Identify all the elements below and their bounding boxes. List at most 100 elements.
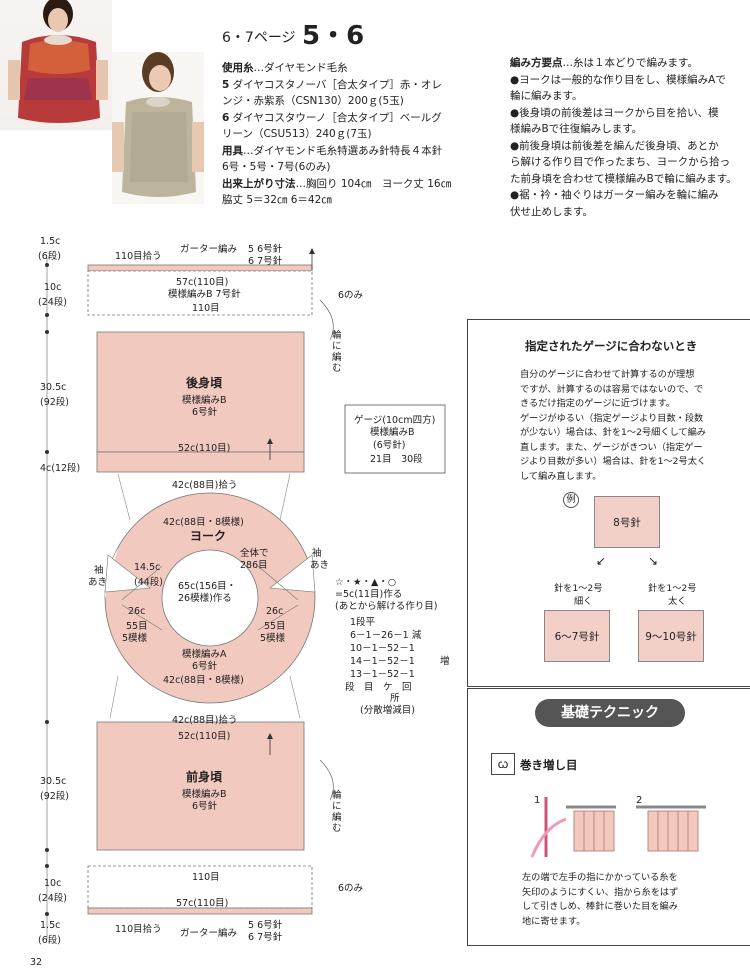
front-body-pattern: 模様編みB	[182, 789, 227, 800]
gauge-needle: (6号針)	[373, 440, 406, 451]
inc-row-1: 1段平	[350, 617, 376, 628]
tools-label: 用具	[222, 144, 243, 157]
needle-67-box: 6～7号針	[544, 610, 610, 662]
photo-model-red-top	[0, 0, 112, 130]
item6-text: ダイヤコスタウーノ［合太タイプ］ベールグ	[232, 111, 442, 124]
front-body-title: 前身頃	[186, 770, 223, 784]
left-dim-15: 1.5c	[40, 236, 61, 247]
point-1b: 輪に編みます。	[510, 90, 583, 102]
yoke-total-2: 286目	[240, 560, 268, 571]
yarn-label: 使用糸	[222, 62, 254, 74]
front-body-width: 52c(110目)	[178, 731, 231, 742]
cast-note-2: =5c(11目)作る	[335, 589, 403, 600]
yoke-side-right-3: 5模様	[260, 633, 286, 644]
cast-note-1: ☆・★・▲・○	[335, 577, 397, 588]
sleeve-44: (44段)	[134, 577, 164, 588]
technique-banner: 基礎テクニック	[535, 699, 685, 727]
top-hem-pattern: 模様編みB 7号針	[168, 289, 241, 300]
technique-desc-1: 左の端で左手の指にかかっている糸を	[522, 872, 678, 883]
inc-legend-3: (分散増減目)	[360, 705, 415, 716]
item6-number: 6	[222, 111, 230, 124]
front-pick-42: 42c(88目)拾う	[172, 715, 238, 726]
front-body-needle: 6号針	[192, 801, 218, 812]
pattern-number: 5・6	[302, 21, 365, 51]
yoke-bottom-width: 42c(88目・8模様)	[163, 675, 244, 686]
thicker-label: 針を1～2号	[648, 583, 697, 594]
left-dim-92: (92段)	[40, 397, 70, 408]
page-number: 32	[30, 957, 43, 968]
tools-text-2: 6号・5号・7号(6のみ)	[222, 161, 331, 173]
back-body-needle: 6号針	[192, 407, 218, 418]
top-border-pick: 110目拾う	[115, 251, 162, 262]
back-pick-42: 42c(88目)拾う	[172, 480, 238, 491]
yoke-side-left-2: 55目	[126, 621, 148, 632]
arrow-thicker-icon: ↘	[648, 554, 659, 568]
technique-step-1: 1	[534, 795, 541, 806]
gauge-text-1: 自分のゲージに合わせて計算するのが理想	[520, 369, 695, 380]
inc-legend-2: 所	[390, 693, 400, 704]
gauge-panel-title: 指定されたゲージに合わないとき	[525, 339, 698, 353]
sleeve-right-label-2: あき	[310, 560, 330, 571]
technique-title: 巻き増し目	[520, 758, 578, 772]
inc-mark: 増	[440, 656, 450, 667]
cast-note-3: (あとから解ける作り目)	[335, 601, 438, 612]
bottom-needle-56: 5 6号針	[248, 920, 283, 931]
technique-description: 左の端で左手の指にかかっている糸を 矢印のようにすくい、指から糸をはず して引き…	[522, 871, 678, 929]
materials-block: 使用糸…ダイヤモンド毛糸 5 ダイヤコスタノーバ［合太タイプ］赤・オレ ンジ・赤…	[222, 60, 492, 209]
yoke-cast: 65c(156目・	[178, 581, 237, 592]
yoke-total: 全体で	[240, 548, 269, 559]
inc-row-3: 10－1－52－1	[350, 643, 415, 654]
point-3a: ●前後身頃は前後差を編んだ後身頃、あとか	[510, 139, 719, 152]
gauge-text-2: ですが、計算するのは容易ではないので、で	[520, 383, 704, 395]
needle-8-box: 8号針	[594, 496, 660, 548]
yoke-needle: 6号針	[192, 661, 218, 672]
gauge-text-6: 直します。また、ゲージがきつい（指定ゲー	[520, 441, 703, 453]
point-2a: ●後身頃の前後差はヨークから目を拾い、模	[510, 106, 719, 119]
left-dim-10: 10c	[44, 282, 62, 293]
needle-910-box: 9～10号針	[638, 610, 704, 662]
gauge-panel: 指定されたゲージに合わないとき 自分のゲージに合わせて計算するのが理想 ですが、…	[467, 319, 750, 687]
yarn-brand: ダイヤモンド毛糸	[264, 62, 348, 74]
page-reference: 6・7ページ	[222, 30, 296, 46]
top-hem-width: 57c(110目)	[176, 277, 229, 288]
size-text: 胸回り 104㎝ ヨーク丈 16㎝	[306, 177, 452, 190]
bottom-dim-24: (24段)	[38, 893, 68, 904]
gauge-text-4: ゲージがゆるい（指定ゲージより目数・段数	[520, 412, 704, 424]
sleeve-left-label-2: あき	[88, 577, 108, 588]
yoke-side-right-2: 55目	[264, 621, 286, 632]
front-dim-92: (92段)	[40, 791, 70, 802]
point-2b: 様編みBで往復編みします。	[510, 123, 643, 135]
technique-desc-4: 地に寄せます。	[522, 915, 586, 927]
sleeve-left-label: 袖	[94, 565, 104, 576]
gauge-text-3: きるだけ指定のゲージに近づけます。	[520, 398, 675, 409]
gauge-text-8: して編み直します。	[520, 470, 602, 482]
item5-text: ダイヤコスタノーバ［合太タイプ］赤・オレ	[232, 78, 442, 91]
gauge-panel-text: 自分のゲージに合わせて計算するのが理想 ですが、計算するのは容易ではないので、で…	[520, 368, 706, 484]
yoke-side-right: 26c	[266, 606, 284, 617]
yoke-pattern: 模様編みA	[182, 649, 227, 660]
yoke-title: ヨーク	[190, 529, 227, 543]
only-6-top: 6のみ	[338, 290, 364, 301]
technique-desc-2: 矢印のようにすくい、指から糸をはず	[522, 886, 679, 898]
yoke-side-left-3: 5模様	[122, 633, 148, 644]
back-body-width: 52c(110目)	[178, 443, 231, 454]
bottom-hem-stitches: 110目	[192, 872, 220, 883]
back-body-pattern: 模様編みB	[182, 395, 227, 406]
gauge-text-5: が少ない）場合は、針を1～2号細くして編み	[520, 427, 706, 438]
inc-legend-1: 段 目 ケ 回	[345, 682, 412, 693]
inc-row-2: 6－1－26－1 減	[350, 630, 422, 641]
thinner-label-2: 細く	[574, 596, 593, 607]
technique-panel: 基礎テクニック ꞷ 巻き増し目 1 2 左の端で左手の指にかかっている糸を 矢印…	[467, 688, 750, 946]
thicker-label-2: 太く	[668, 596, 687, 607]
sleeve-right-label: 袖	[312, 548, 322, 559]
left-dim-305: 30.5c	[40, 382, 67, 393]
size-text-2: 脇丈 5＝32㎝ 6＝42㎝	[222, 194, 332, 206]
bottom-dim-6: (6段)	[38, 935, 61, 946]
points-title: 編み方要点	[510, 57, 563, 69]
gauge-pattern: 模様編みB	[370, 427, 415, 438]
gauge-text-7: ジより目数が多い）場合は、針を1～2号太く	[520, 456, 707, 467]
point-3b: ら解ける作り目で作ったまち、ヨークから拾っ	[510, 156, 731, 168]
back-body-title: 後身頃	[186, 376, 223, 390]
only-6-bottom: 6のみ	[338, 883, 364, 894]
left-dim-6: (6段)	[38, 251, 61, 262]
